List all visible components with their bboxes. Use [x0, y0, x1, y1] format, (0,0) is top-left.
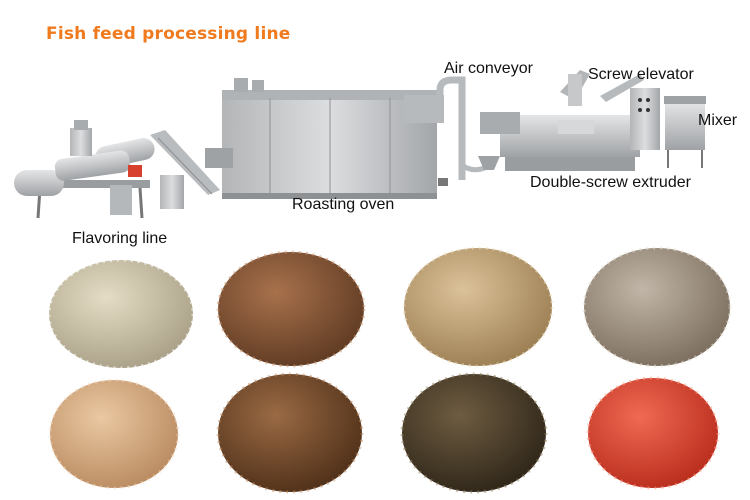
roasting-oven-label: Roasting oven [292, 196, 395, 213]
screw-elevator-label: Screw elevator [588, 66, 694, 83]
feed-pellet-pile [586, 376, 720, 490]
feed-pellet-pile [48, 378, 180, 490]
processing-line-illustration [14, 70, 706, 219]
double-screw-extruder-label: Double-screw extruder [530, 174, 691, 191]
feed-pellet-pile [400, 372, 548, 494]
feed-pellet-pile [216, 372, 364, 494]
air-conveyor-label: Air conveyor [444, 60, 533, 77]
double-screw-extruder-machine [480, 70, 660, 171]
feed-pellet-pile [402, 246, 554, 368]
feed-pellet-pile [216, 250, 366, 368]
feed-pellet-pile [47, 258, 195, 370]
flavoring-line-machine [14, 120, 155, 219]
page-title: Fish feed processing line [46, 24, 291, 44]
incline-conveyor [150, 130, 220, 209]
flavoring-line-label: Flavoring line [72, 230, 168, 247]
roasting-oven-machine [205, 78, 437, 199]
feed-pellet-pile [582, 246, 732, 368]
air-conveyor-machine [404, 76, 500, 186]
mixer-label: Mixer [698, 112, 738, 129]
mixer-machine [664, 96, 706, 168]
